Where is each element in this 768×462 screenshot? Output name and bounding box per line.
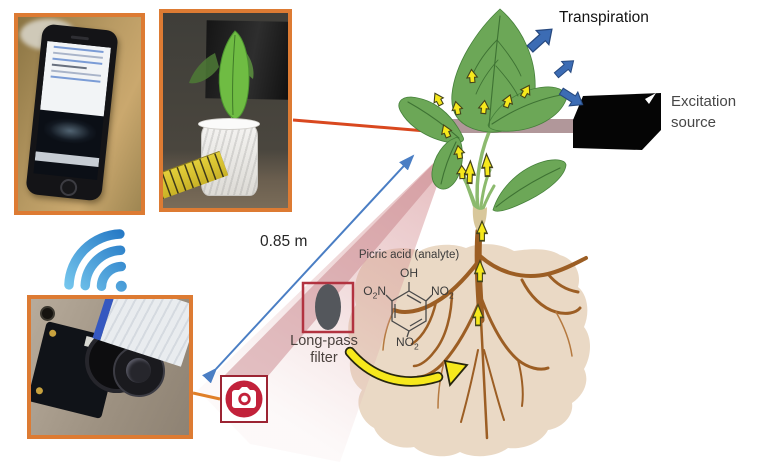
camera-icon — [220, 375, 268, 423]
phone-earpiece — [70, 34, 90, 41]
plant-photo-connector — [292, 118, 439, 134]
analyte-title: Picric acid (analyte) — [358, 249, 460, 261]
distance-label: 0.85 m — [260, 233, 308, 250]
excitation-box-highlight — [645, 93, 656, 104]
nitro-right-label: NO2 — [431, 284, 454, 301]
seedling-art — [189, 30, 254, 150]
seedling-photo — [159, 9, 292, 212]
distance-arrow — [202, 154, 415, 384]
screw — [40, 305, 56, 321]
mount-hole — [47, 328, 57, 337]
camera-lens — [113, 345, 166, 398]
phone-screen — [33, 40, 112, 180]
excitation-source-box — [573, 93, 661, 150]
hydroxyl-label: OH — [400, 266, 418, 280]
root-flow-arrow — [344, 346, 469, 387]
camera-module-photo — [27, 295, 193, 439]
wifi-icon — [64, 229, 127, 292]
cup-rim — [198, 118, 260, 130]
picric-acid-structure — [385, 282, 433, 338]
smartphone-photo — [14, 13, 145, 215]
transpiration-label: Transpiration — [559, 9, 649, 26]
filter-glass-ellipse — [315, 284, 341, 330]
nitro-bottom-label: NO2 — [396, 335, 419, 352]
phone-dock-bar — [34, 150, 100, 167]
mount-hole — [34, 386, 44, 396]
excitation-source-label: Excitation source — [671, 93, 737, 131]
long-pass-filter — [301, 281, 355, 334]
screen-glow — [43, 115, 97, 145]
camera-photo-connector — [192, 391, 221, 401]
email-app-view — [40, 40, 112, 117]
leaf-lower-right — [492, 159, 567, 212]
seedling-leaf-vein — [232, 34, 236, 116]
background-leaf — [189, 53, 219, 84]
nitro-left-label: O2N — [363, 284, 386, 301]
leaf-veins — [407, 15, 562, 208]
long-pass-filter-label: Long-pass filter — [290, 333, 358, 367]
lens-glass — [125, 357, 151, 383]
home-button — [58, 177, 78, 197]
camera-icon-glyph — [225, 380, 263, 418]
